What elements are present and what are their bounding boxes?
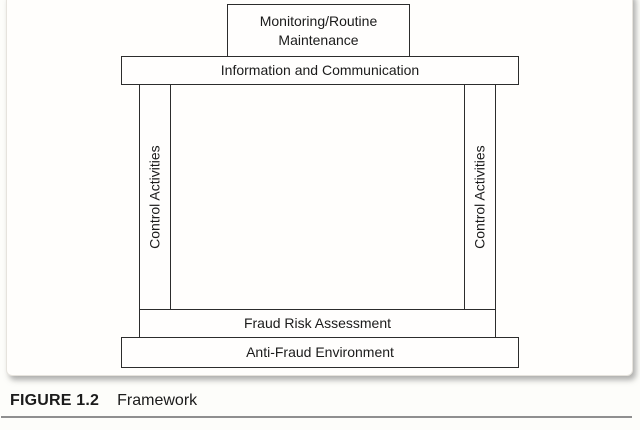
bar-control-activities-right: Control Activities	[464, 84, 496, 310]
caption-label: FIGURE 1.2	[10, 392, 100, 409]
figure-caption: FIGURE 1.2 Framework	[10, 392, 197, 410]
caption-title: Framework	[117, 392, 198, 409]
box-anti-fraud-environment: Anti-Fraud Environment	[121, 337, 519, 368]
bar-control-activities-left-label: Control Activities	[146, 145, 163, 249]
bar-control-activities-right-label: Control Activities	[471, 145, 488, 249]
caption-rule	[1, 416, 632, 418]
box-monitoring-routine-maintenance: Monitoring/Routine Maintenance	[227, 4, 410, 57]
box-information-and-communication: Information and Communication	[121, 56, 519, 85]
box-fraud-risk-assessment: Fraud Risk Assessment	[139, 309, 496, 338]
bar-control-activities-left: Control Activities	[139, 84, 171, 310]
